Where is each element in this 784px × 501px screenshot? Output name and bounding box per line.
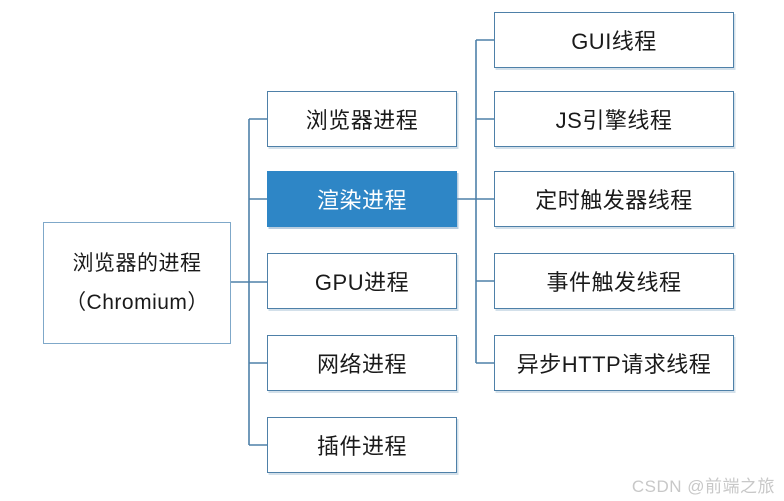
node-label: GUI线程 bbox=[571, 29, 657, 54]
node-label: 插件进程 bbox=[316, 434, 407, 459]
node-timer-trigger-thread: 定时触发器线程 bbox=[494, 171, 734, 227]
node-network-process: 网络进程 bbox=[267, 335, 457, 391]
node-label: 异步HTTP请求线程 bbox=[516, 352, 712, 377]
node-label: JS引擎线程 bbox=[555, 108, 673, 133]
node-label: GPU进程 bbox=[314, 270, 410, 295]
root-label-line2: （Chromium） bbox=[65, 291, 209, 314]
root-label-line1: 浏览器的进程 bbox=[72, 252, 202, 275]
node-plugin-process: 插件进程 bbox=[267, 417, 457, 473]
node-gui-thread: GUI线程 bbox=[494, 12, 734, 68]
node-async-http-thread: 异步HTTP请求线程 bbox=[494, 335, 734, 391]
node-gpu-process: GPU进程 bbox=[267, 253, 457, 309]
node-label: 事件触发线程 bbox=[546, 270, 682, 295]
node-chromium-root: 浏览器的进程 （Chromium） bbox=[43, 222, 231, 344]
node-label: 浏览器进程 bbox=[305, 108, 419, 133]
node-label: 定时触发器线程 bbox=[535, 188, 693, 213]
node-label: 渲染进程 bbox=[316, 188, 407, 213]
node-js-engine-thread: JS引擎线程 bbox=[494, 91, 734, 147]
root-to-processes-connectors bbox=[230, 118, 267, 446]
node-render-process: 渲染进程 bbox=[267, 171, 457, 227]
render-to-threads-connectors bbox=[457, 39, 494, 364]
node-browser-process: 浏览器进程 bbox=[267, 91, 457, 147]
watermark-text: CSDN @前端之旅 bbox=[631, 477, 775, 496]
node-event-trigger-thread: 事件触发线程 bbox=[494, 253, 734, 309]
node-label: 网络进程 bbox=[316, 352, 407, 377]
